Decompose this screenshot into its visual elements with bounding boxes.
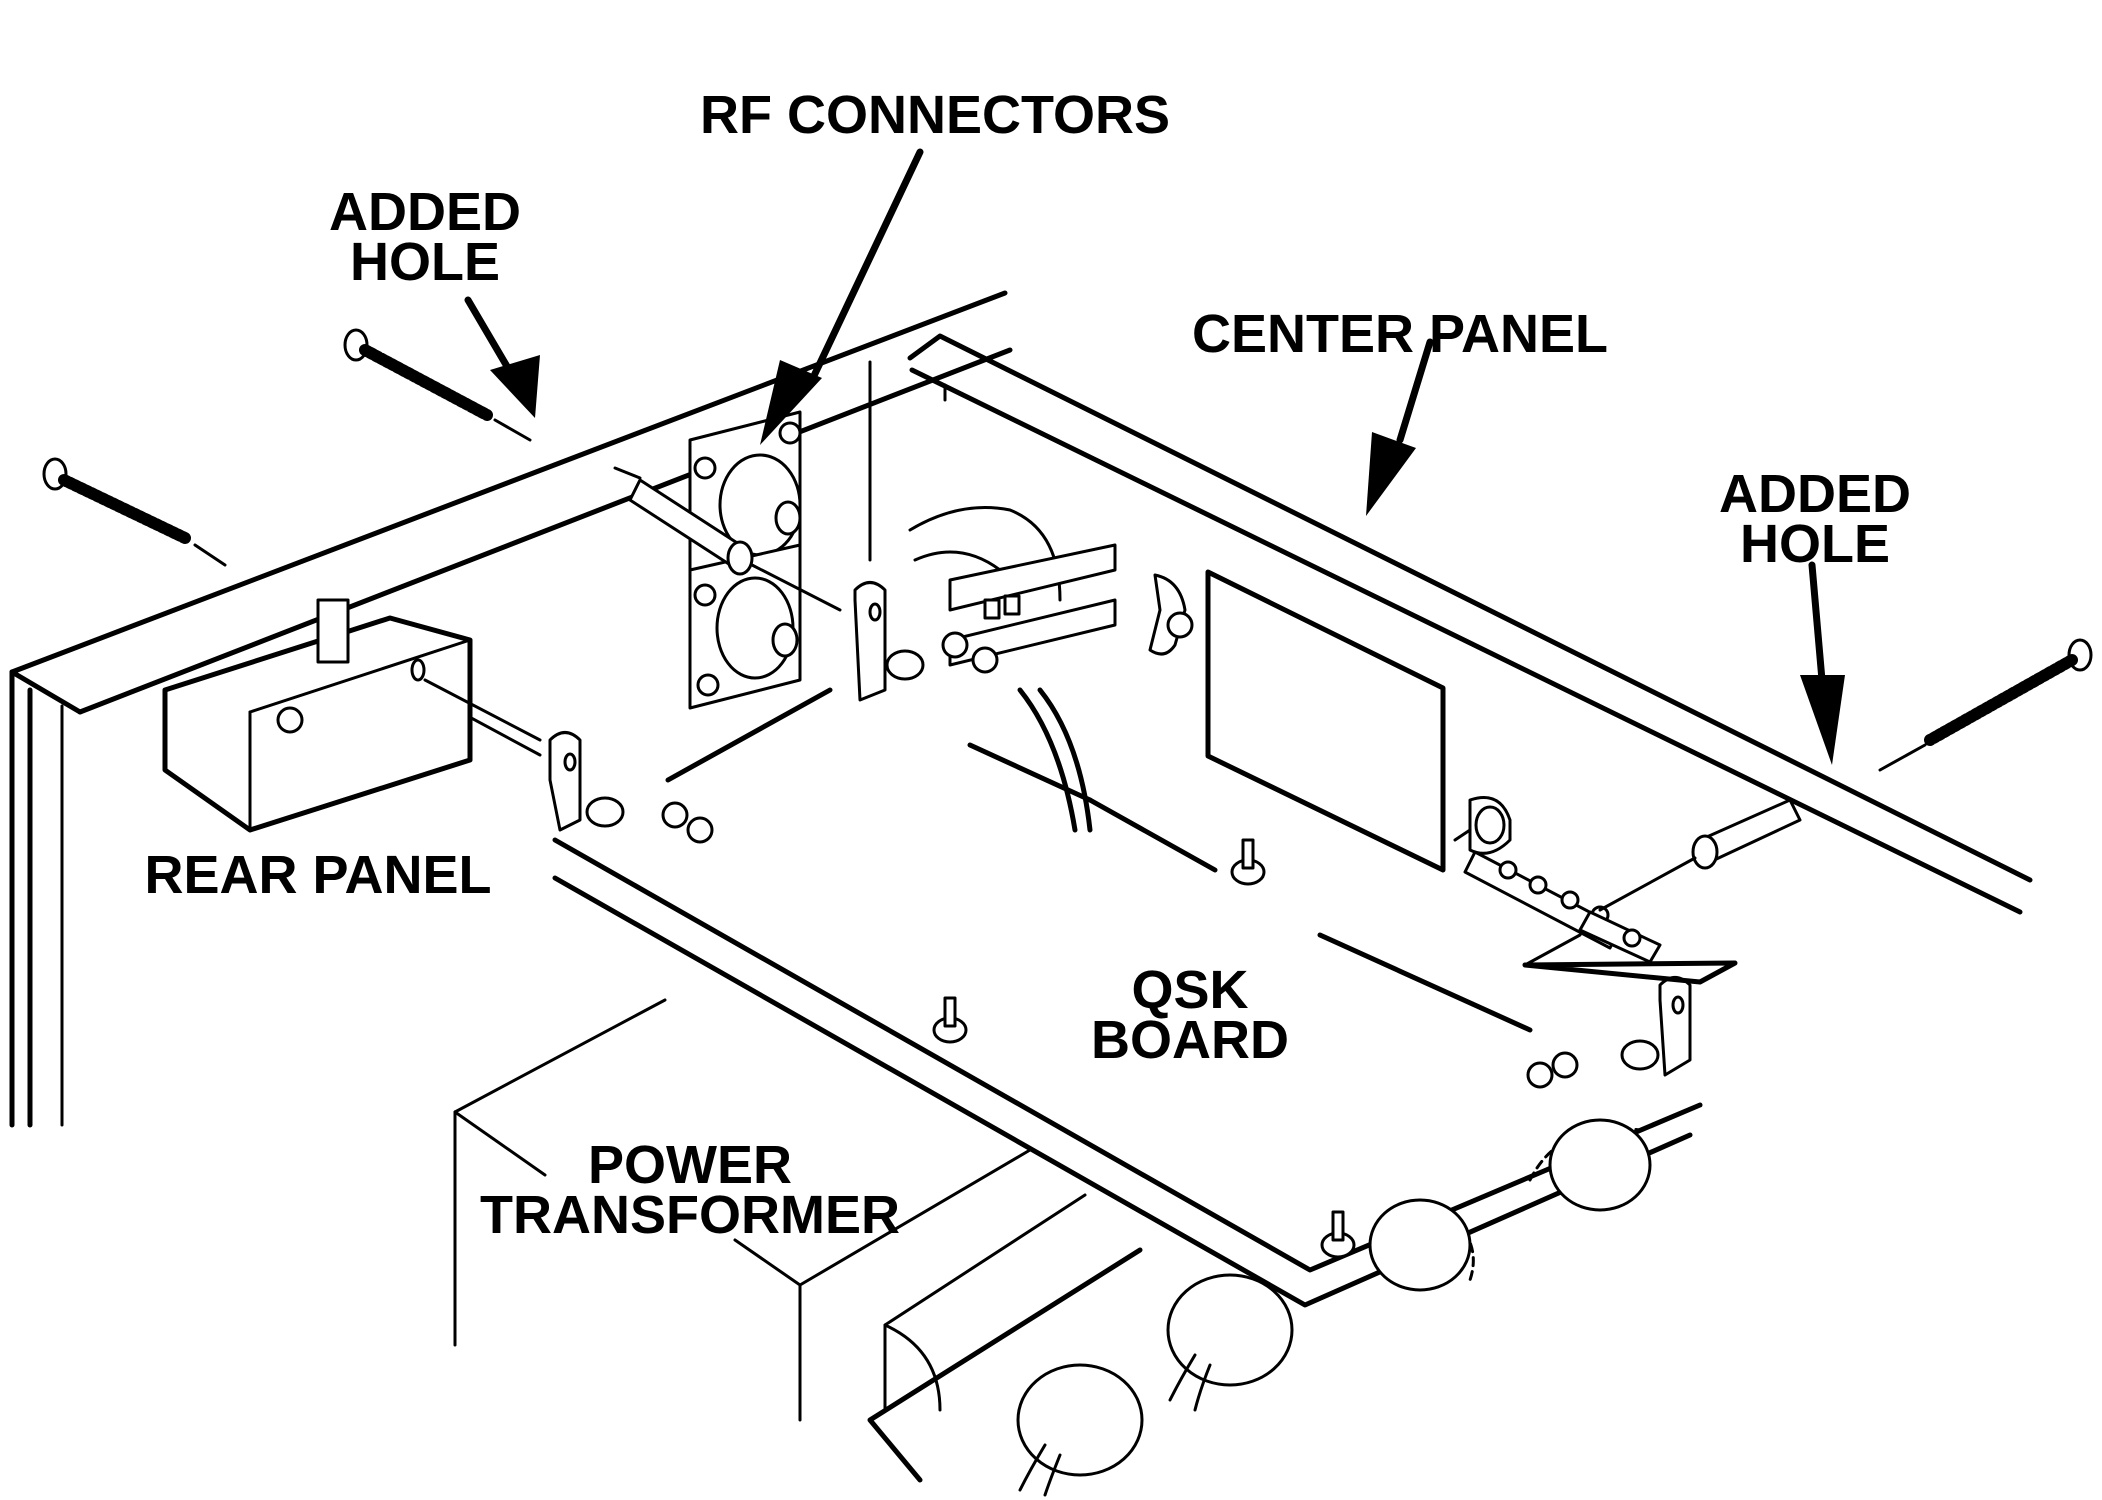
power-transformer-line1: POWER xyxy=(588,1135,792,1195)
added-hole-left-line1: ADDED xyxy=(329,182,521,242)
terminal-strip xyxy=(1463,850,1738,985)
label-rear-panel: REAR PANEL xyxy=(144,845,491,905)
bracket-center xyxy=(853,581,999,702)
label-power-transformer: POWER TRANSFORMER xyxy=(480,1135,900,1245)
arrow-center-panel xyxy=(1366,338,1434,516)
power-transformer xyxy=(453,998,1143,1483)
center-panel xyxy=(868,333,2033,915)
label-added-hole-left: ADDED HOLE xyxy=(329,182,521,292)
center-panel-label: CENTER PANEL xyxy=(1192,304,1608,364)
screw-left-lower xyxy=(42,457,227,567)
standoff-right xyxy=(1598,798,1802,912)
disc-capacitors xyxy=(1016,1118,1652,1497)
phono-jack-block xyxy=(162,598,542,833)
added-hole-left-line2: HOLE xyxy=(350,232,500,292)
qsk-board-line2: BOARD xyxy=(1091,1010,1289,1070)
label-qsk-board: QSK BOARD xyxy=(1091,960,1289,1070)
screw-right xyxy=(1878,638,2093,772)
rf-connector-lower xyxy=(688,543,802,710)
screw-left-upper xyxy=(343,328,532,442)
added-hole-right-line2: HOLE xyxy=(1740,514,1890,574)
rear-panel-label: REAR PANEL xyxy=(144,845,491,905)
qsk-board-line1: QSK xyxy=(1131,960,1248,1020)
arrow-added-hole-right xyxy=(1800,561,1845,765)
bracket-right xyxy=(1526,976,1692,1089)
added-hole-right-line1: ADDED xyxy=(1719,464,1911,524)
arrow-added-hole-left xyxy=(464,296,540,418)
label-added-hole-right: ADDED HOLE xyxy=(1719,464,1911,574)
power-transformer-line2: TRANSFORMER xyxy=(480,1185,900,1245)
rear-panel xyxy=(9,290,1013,1128)
arrow-rf-connectors xyxy=(760,148,924,445)
relay xyxy=(908,506,1117,833)
standoff-left xyxy=(613,466,842,612)
toggle-switch xyxy=(1148,573,1512,855)
rf-connectors-label: RF CONNECTORS xyxy=(700,85,1170,145)
label-rf-connectors: RF CONNECTORS xyxy=(700,85,1170,145)
label-center-panel: CENTER PANEL xyxy=(1192,304,1608,364)
